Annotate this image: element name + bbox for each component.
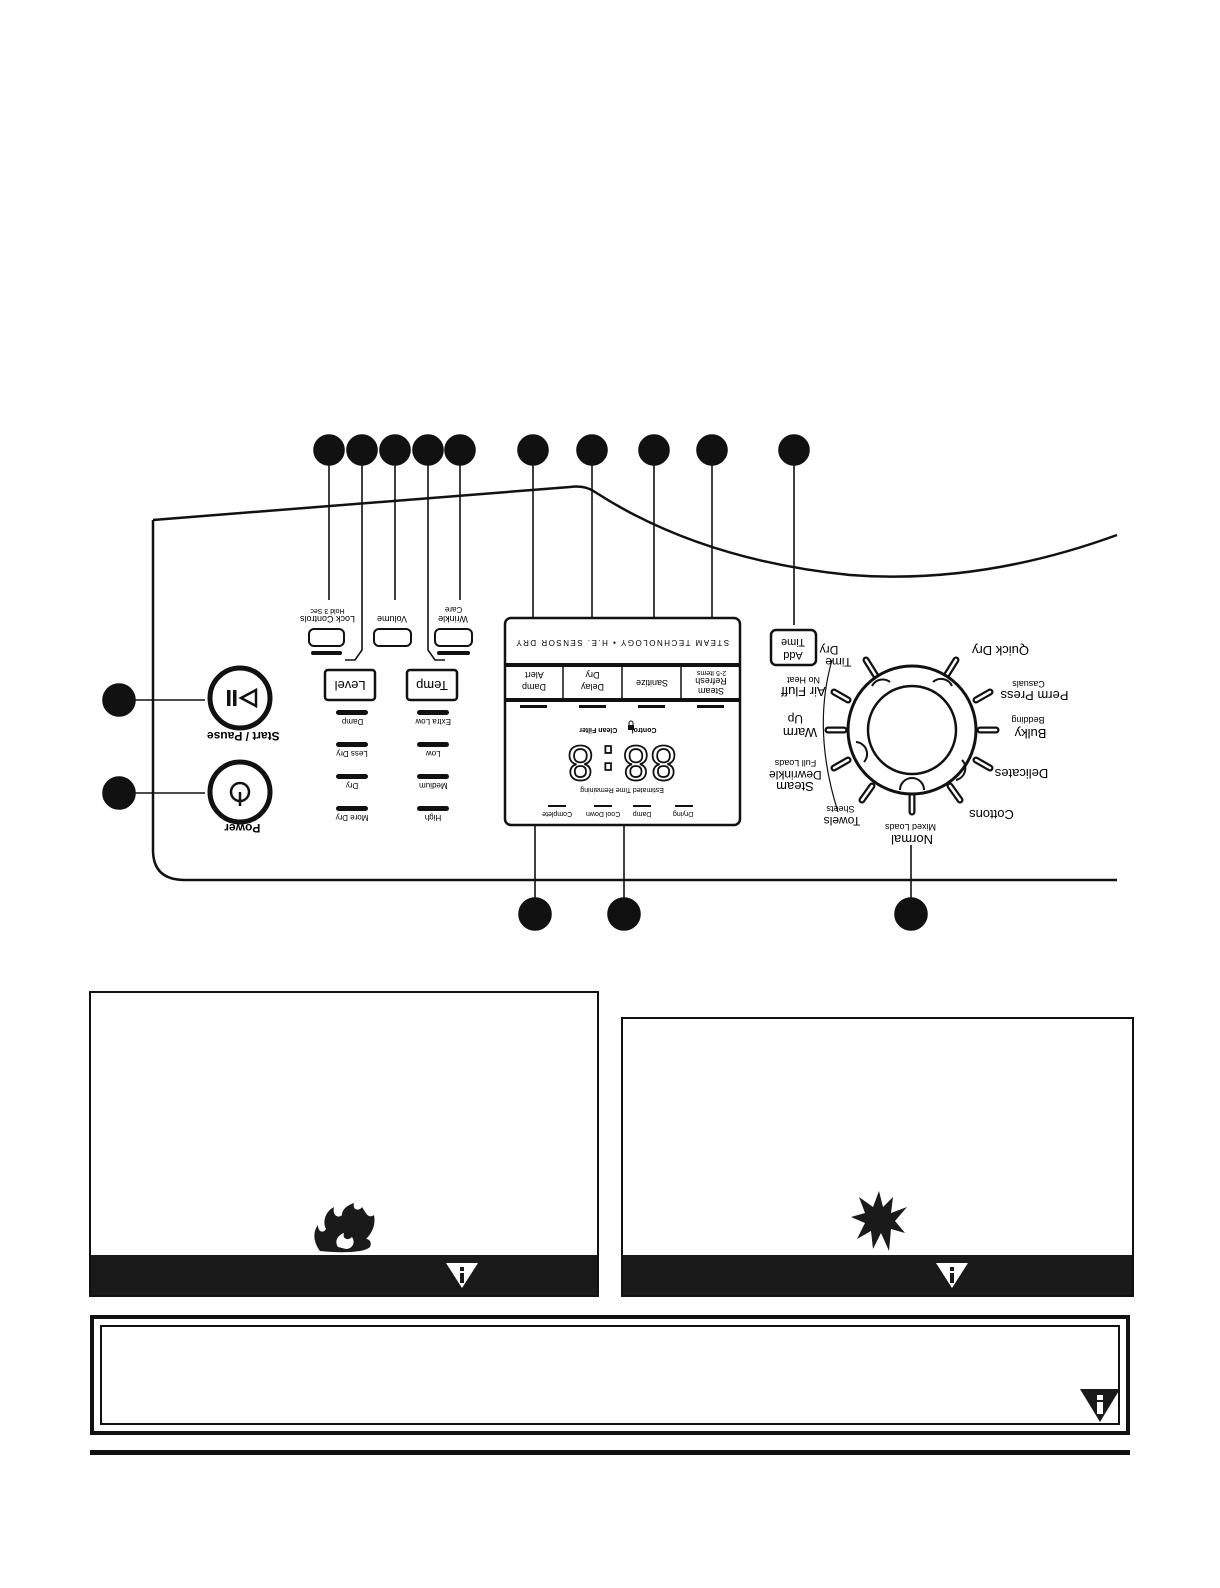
bottom-rule [90,1450,1130,1455]
callout-markers-left [102,683,205,810]
lock-icon [628,720,634,730]
svg-text:Refresh: Refresh [695,676,727,686]
level-option: Dry [346,781,358,790]
svg-text:Steam: Steam [698,686,724,696]
notice-inner-frame [100,1325,1120,1425]
lock-controls-label: Lock Controls [299,614,355,624]
display-banner: STEAM TECHNOLOGY • H.E. SENSOR DRY [515,638,729,647]
dial-towels: Towels [824,814,861,828]
dial-warm-up-1: Warm [783,725,817,740]
dial-towels-sub: Sheets [826,804,855,814]
warning-triangle-icon [936,1263,968,1288]
svg-text:Dry: Dry [585,670,599,680]
status-complete: Complete [542,810,572,817]
svg-text:Sanitize: Sanitize [636,678,668,688]
svg-text:2-5 Items: 2-5 Items [696,669,726,676]
level-label: Level [334,678,365,693]
clean-filter-label: Clean Filter [579,726,617,733]
volume-button[interactable]: Volume [373,614,412,647]
dial-bulky-sub: Bedding [1011,715,1044,725]
dial-bulky: Bulky [1014,726,1046,741]
dial-normal-sub: Mixed Loads [884,822,936,832]
dial-time-dry-1: Time [825,655,852,669]
time-remaining-label: Estimated Time Remaining [580,786,664,793]
svg-text:Alert: Alert [525,670,544,680]
display-panel: STEAM TECHNOLOGY • H.E. SENSOR DRY [503,616,742,827]
level-option: Less Dry [336,749,368,758]
dial-quick-dry: Quick Dry [971,643,1029,658]
dial-time-dry-2: Dry [820,643,839,657]
dial-warm-up-2: Up [787,712,803,726]
status-damp: Damp [633,810,652,817]
digits-readout: 88:8 [567,735,678,789]
display-readout: Control Clean Filter 88:8 Estimated Time… [566,720,678,793]
add-time-button[interactable]: Time Add [769,628,818,667]
callout-markers-bottom [518,732,928,931]
temp-option: Extra Low [415,717,451,726]
svg-text:Add: Add [783,649,803,661]
control-panel-diagram: Start / Pause Power Hold 3 Sec Lock Cont… [102,434,1118,931]
notice-box [90,1315,1130,1435]
dial-steam-dewrinkle-2: Dewrinkle [769,768,822,782]
dial-air-fluff-sub: No Heat [786,675,820,685]
power-label: Power [224,821,260,835]
dial-normal: Normal [891,832,933,847]
panel-outline [151,520,1117,882]
status-drying: Drying [673,810,693,817]
explosion-warning-bar [623,1255,1132,1295]
temp-options: Extra Low Low Medium High [415,710,451,822]
dial-steam-dewrinkle-1: Steam [776,779,814,794]
dial-perm-press: Perm Press [1000,688,1068,703]
wrinkle-care-label-1: Wrinkle [438,614,468,624]
wrinkle-care-label-2: Care [444,605,462,614]
control-lock-label: Control [632,726,657,733]
level-option: Damp [341,717,363,726]
fire-warning-bar [91,1255,597,1295]
panel-top-edge [152,485,1118,578]
explosion-hazard-icon [851,1191,907,1251]
warning-triangle-icon [446,1263,478,1288]
cycle-status: Drying Damp Cool Down Complete [542,805,693,817]
level-button[interactable]: Level [323,668,377,702]
temp-button[interactable]: Temp [405,668,459,702]
delay-dry-button[interactable]: Dry Delay [579,670,606,708]
power-icon [229,781,251,806]
level-options: Damp Less Dry Dry More Dry [336,710,369,822]
start-pause-button[interactable]: Start / Pause [207,665,280,743]
explosion-warning-box [621,1017,1134,1297]
temp-label: Temp [416,678,448,693]
volume-label: Volume [377,614,407,624]
dial-air-fluff: Air Fluff [781,684,826,699]
warning-triangle-icon [1080,1389,1120,1422]
dial-steam-dewrinkle-sub: Full Loads [774,758,816,768]
status-cool-down: Cool Down [586,810,620,817]
dial-cottons: Cottons [969,807,1014,822]
start-pause-label: Start / Pause [207,729,280,743]
lock-hint-label: Hold 3 Sec [310,607,345,614]
dial-perm-press-sub: Casuals [1012,679,1045,689]
wrinkle-care-button[interactable]: Care Wrinkle [434,605,473,655]
temp-option: Medium [419,781,448,790]
lock-controls-button[interactable]: Hold 3 Sec Lock Controls [299,607,355,655]
power-button[interactable]: Power [207,759,273,835]
dial-labels-right: Quick Dry Casuals Perm Press Bedding Bul… [969,643,1069,822]
svg-text:Delay: Delay [580,682,604,692]
steam-refresh-button[interactable]: 2-5 Items Refresh Steam [695,669,727,708]
cycle-dial[interactable] [822,656,1000,816]
dial-labels-left: Dry Time No Heat Air Fluff Up Warm Full … [769,643,861,828]
fire-warning-box [89,991,599,1297]
damp-alert-button[interactable]: Alert Damp [520,670,547,708]
dial-delicates: Delicates [994,766,1048,781]
svg-text:Time: Time [781,636,805,648]
sanitize-button[interactable]: Sanitize [636,678,668,708]
play-pause-icon [227,687,258,709]
callout-markers-top [313,434,810,661]
fire-hazard-icon [314,1203,375,1253]
temp-option: High [425,813,441,822]
dial-label-bottom: Mixed Loads Normal [884,822,936,847]
level-option: More Dry [336,813,369,822]
temp-option: Low [426,749,441,758]
svg-text:Damp: Damp [522,682,546,692]
